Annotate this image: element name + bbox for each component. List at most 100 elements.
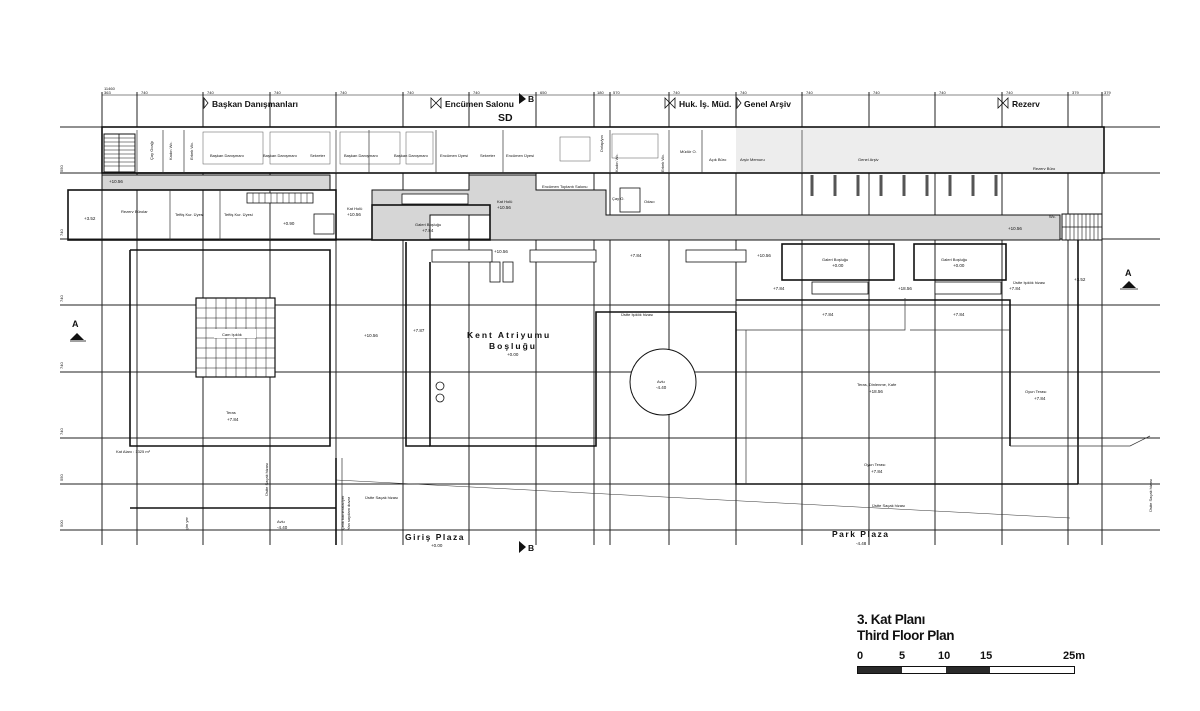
label-ustte-isiklik-2: Üstte Işıklık hizası xyxy=(1013,280,1045,285)
label-erkek-wc-2: Erkek Wc. xyxy=(660,154,665,172)
label-giris-plaza: Giriş Plaza xyxy=(405,532,465,542)
label-cam-isiklik: Cam Işıklık xyxy=(222,332,242,337)
label-ustte-isiklik-1: Üstte Işıklık hizası xyxy=(621,312,653,317)
dimension-chain-top: 11460 363 740 740 740 740 740 740 650 18… xyxy=(102,86,1111,96)
label-avlu-2: Avlu xyxy=(277,519,285,524)
zone-rezerv: Rezerv xyxy=(1012,99,1040,109)
label-galeri-1: Galeri Boşluğu xyxy=(415,222,441,227)
office-strip xyxy=(101,126,1105,174)
label-cim-yer: çim yer xyxy=(184,516,189,530)
label-dolap: Dolap/yın xyxy=(599,135,604,152)
label-galeri-2: Galeri Boşluğu xyxy=(822,257,848,262)
level-oyun-2: +7.84 xyxy=(871,469,883,474)
level-bridge-2: +7.84 xyxy=(630,253,642,258)
level-bridge-1: +10.56 xyxy=(494,249,508,254)
label-baskan-2: Başkan Danışmanı xyxy=(263,153,297,158)
label-odaci: Odacı xyxy=(644,199,655,204)
dimension-chain-side: 550 740 740 740 740 550 500 xyxy=(59,165,64,527)
level-784-a: +7.84 xyxy=(822,312,834,317)
section-arrow-icon xyxy=(519,541,526,553)
galleries: Galeri Boşluğu +7.84 Galeri Boşluğu +0.0… xyxy=(371,204,1021,291)
label-cay-ocagi: Çay Ocağı xyxy=(149,141,154,160)
label-encumen-uyesi-1: Encümen Üyesi xyxy=(440,153,468,158)
dim-label: 740 xyxy=(1006,90,1013,95)
label-mudur: Müdür O. xyxy=(680,149,697,154)
floor-plan-drawing: 11460 363 740 740 740 740 740 740 650 18… xyxy=(59,86,1160,553)
level-corridor-east: +10.56 xyxy=(1008,226,1022,231)
scale-bar xyxy=(857,666,1075,674)
dim-label: 740 xyxy=(873,90,880,95)
dim-label: 740 xyxy=(59,295,64,302)
dim-label: 180 xyxy=(597,90,604,95)
level-west: +3.52 xyxy=(84,216,96,221)
galeri-stairs xyxy=(401,193,1002,295)
label-genel-arsiv: Genel Arşiv xyxy=(858,157,878,162)
label-ustte-sacak-1: Üstte Saçak hizası xyxy=(365,495,398,500)
label-park-plaza: Park Plaza xyxy=(832,529,890,539)
dim-label: 11460 xyxy=(104,86,116,91)
label-ustte-sacak-4: Üstte Saçak hizası xyxy=(1148,479,1153,512)
level-galeri-1: +7.84 xyxy=(422,228,434,233)
level-galeri-2: +0.00 xyxy=(832,263,844,268)
stair-top-left xyxy=(103,133,136,173)
label-teras-dinlenme: Teras, Dinlenme, Kafe xyxy=(857,382,897,387)
zone-sd: SD xyxy=(498,112,513,124)
section-markers: A A B xyxy=(70,268,1138,553)
dim-label: 740 xyxy=(274,90,281,95)
level-oyun-1: +7.84 xyxy=(1034,396,1046,401)
scale-label: 10 xyxy=(938,650,951,662)
dim-label: 650 xyxy=(540,90,547,95)
label-kadin-wc-2: Kadın Wc. xyxy=(614,154,619,172)
scale-label: 25m xyxy=(1063,650,1086,662)
plan-title-en: Third Floor Plan xyxy=(857,628,955,643)
dim-label: 740 xyxy=(207,90,214,95)
label-bosluk: Boşluğu xyxy=(489,341,537,351)
label-teras: Teras xyxy=(226,410,236,415)
level-787: +7.87 xyxy=(413,328,425,333)
zone-baskan: Başkan Danışmanları xyxy=(212,99,298,109)
zone-headings: Başkan Danışmanları Encümen Salonu B SD … xyxy=(203,93,1040,124)
level-bridge-4: +7.84 xyxy=(773,286,785,291)
dim-label: 379 xyxy=(1072,90,1079,95)
level-east: +3.52 xyxy=(1074,277,1086,282)
label-celik-kamera: Çelik kameralar/yer xyxy=(340,495,345,530)
label-avlu: Avlu xyxy=(657,379,665,384)
level-bridge-6: +7.84 xyxy=(1009,286,1021,291)
zone-huk: Huk. İş. Müd. xyxy=(679,99,731,109)
dim-label: 740 xyxy=(141,90,148,95)
stair-right xyxy=(1061,213,1103,241)
dim-label: 740 xyxy=(407,90,414,95)
label-kat-holu-2: Kat Holü xyxy=(497,199,512,204)
dim-label: 500 xyxy=(59,520,64,527)
label-rezerv-buro: Rezerv Büro xyxy=(1033,166,1056,171)
level-middle: +10.56 xyxy=(364,333,378,338)
label-oyun-terasi-1: Oyun Terası xyxy=(1025,389,1047,394)
level-giris-plaza: +0.00 xyxy=(431,543,443,548)
label-erkek-wc: Erkek Wc. xyxy=(189,142,194,160)
zone-arsiv: Genel Arşiv xyxy=(744,99,791,109)
west-wing xyxy=(67,189,337,241)
area-labels: +10.56 +7.87 Teras +7.84 Üstte Işıklık h… xyxy=(116,277,1153,548)
upper-rooms xyxy=(202,131,998,213)
scale-segment xyxy=(858,667,902,673)
level-kat-holu-1: +10.56 xyxy=(347,212,361,217)
dim-label: 550 xyxy=(59,165,64,172)
label-rezerv-burolar: Rezerv Bürolar xyxy=(121,209,148,214)
section-b-top: B xyxy=(528,94,534,104)
label-teftis-2: Teftiş Kur. Üyesi xyxy=(224,212,253,217)
section-arrow-icon xyxy=(70,333,84,340)
room-labels: Çay Ocağı Kadın Wc. Erkek Wc. Başkan Dan… xyxy=(84,135,1056,226)
label-kat-holu-1: Kat Holü xyxy=(347,206,362,211)
label-kadin-wc: Kadın Wc. xyxy=(168,142,173,160)
label-oyun-terasi-2: Oyun Terası xyxy=(864,462,886,467)
dim-label: 550 xyxy=(59,474,64,481)
zone-encumen-salonu: Encümen Salonu xyxy=(445,99,514,109)
label-ustte-sacak-3: Üstte Saçak hizası xyxy=(264,463,269,496)
label-teftis-1: Teftiş Kur. Üyesi xyxy=(175,212,204,217)
dim-label: 740 xyxy=(939,90,946,95)
label-encumen-uyesi-2: Encümen Üyesi xyxy=(506,153,534,158)
label-cay-o: Çay O. xyxy=(612,196,624,201)
level-784-b: +7.84 xyxy=(953,312,965,317)
dim-label: 379 xyxy=(1104,90,1111,95)
dim-label: 740 xyxy=(473,90,480,95)
